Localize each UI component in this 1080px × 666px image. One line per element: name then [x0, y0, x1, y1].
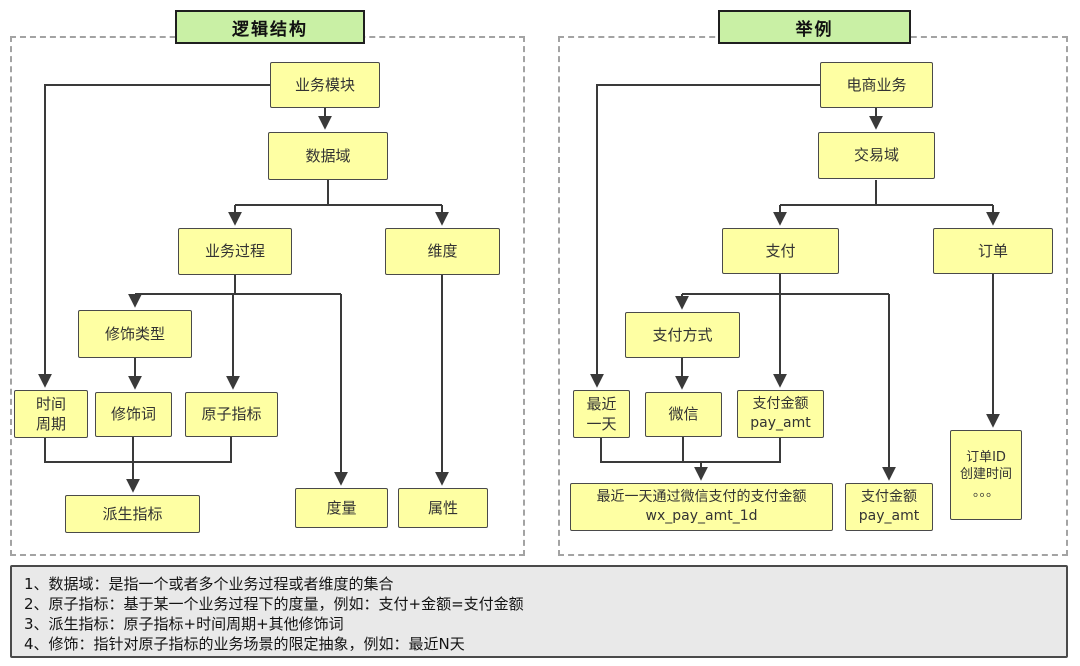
- node-attribute: 属性: [398, 488, 488, 528]
- node-payment-amount: 支付金额 pay_amt: [737, 390, 824, 438]
- node-business-module: 业务模块: [270, 62, 380, 108]
- left-panel-title: 逻辑结构: [175, 10, 365, 44]
- node-atomic-metric: 原子指标: [185, 392, 278, 437]
- right-panel-title: 举例: [718, 10, 911, 44]
- node-order-attributes: 订单ID 创建时间 。。。: [950, 430, 1022, 520]
- node-modifier-type: 修饰类型: [78, 310, 192, 358]
- note-data-domain: 1、数据域：是指一个或者多个业务过程或者维度的集合: [24, 575, 394, 593]
- definition-notes: 1、数据域：是指一个或者多个业务过程或者维度的集合 2、原子指标：基于某一个业务…: [10, 565, 1068, 658]
- node-data-domain: 数据域: [268, 132, 388, 180]
- node-payment-amount-2: 支付金额 pay_amt: [845, 483, 933, 531]
- node-ecommerce-business: 电商业务: [820, 62, 933, 108]
- node-payment-method: 支付方式: [625, 312, 740, 358]
- node-derived-example: 最近一天通过微信支付的支付金额 wx_pay_amt_1d: [570, 483, 833, 531]
- node-payment: 支付: [722, 228, 839, 274]
- node-modifier-word: 修饰词: [95, 392, 172, 437]
- note-modifier: 4、修饰：指针对原子指标的业务场景的限定抽象，例如：最近N天: [24, 635, 465, 653]
- node-last-one-day: 最近 一天: [573, 390, 630, 438]
- left-panel: [10, 36, 525, 556]
- note-atomic-metric: 2、原子指标：基于某一个业务过程下的度量，例如：支付+金额=支付金额: [24, 595, 524, 613]
- node-wechat: 微信: [645, 392, 722, 437]
- node-dimension: 维度: [385, 228, 500, 275]
- node-measure: 度量: [295, 488, 388, 528]
- node-business-process: 业务过程: [178, 228, 292, 275]
- node-order: 订单: [933, 228, 1053, 274]
- node-derived-metric: 派生指标: [65, 495, 200, 533]
- note-derived-metric: 3、派生指标：原子指标+时间周期+其他修饰词: [24, 615, 344, 633]
- node-transaction-domain: 交易域: [818, 132, 935, 179]
- node-time-period: 时间 周期: [14, 390, 88, 438]
